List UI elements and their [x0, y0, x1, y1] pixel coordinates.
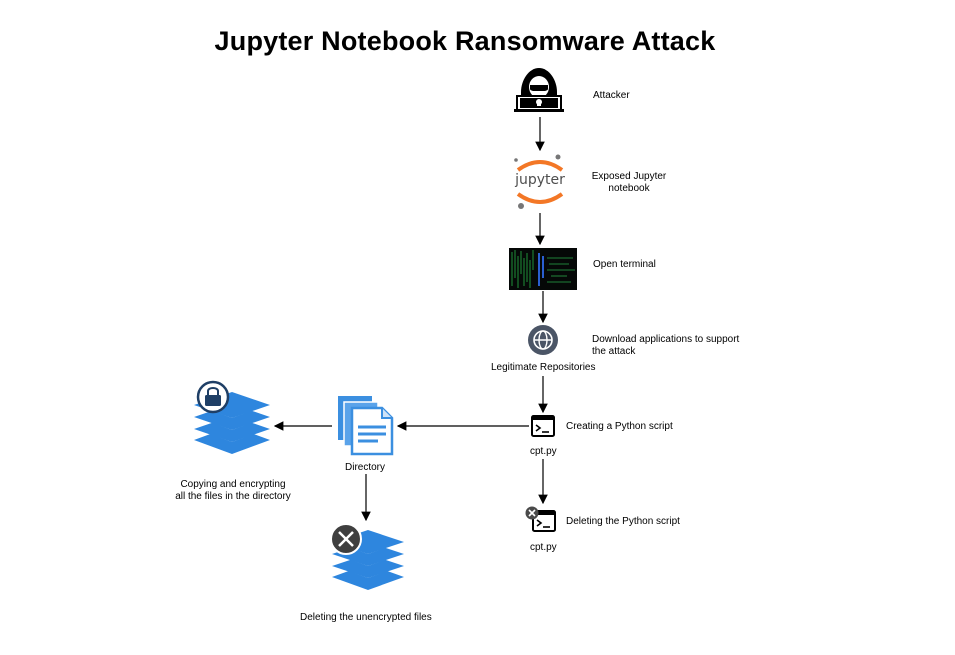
encrypt-label-line1: Copying and encrypting: [180, 479, 286, 490]
terminal-screen-image: [509, 248, 577, 290]
globe-icon: [528, 325, 558, 355]
repos-label-line1: Download applications to support: [592, 334, 740, 345]
jupyter-logo: jupyter: [509, 152, 571, 212]
jupyter-label-line2: notebook: [608, 183, 650, 194]
documents-icon: [338, 396, 394, 456]
diagram-title: Jupyter Notebook Ransomware Attack: [214, 26, 716, 56]
repos-label: Download applications to support the att…: [592, 334, 739, 358]
jupyter-logo-text: jupyter: [515, 172, 565, 188]
create-script-caption: cpt.py: [530, 446, 557, 457]
repos-label-line2: the attack: [592, 346, 636, 357]
terminal-delete-icon: [524, 505, 558, 535]
jupyter-label: Exposed Jupyter notebook: [585, 171, 673, 195]
encrypt-label-line2: all the files in the directory: [175, 491, 291, 502]
create-script-label: Creating a Python script: [566, 421, 673, 432]
deleted-layers-icon: [330, 523, 404, 590]
jupyter-label-line1: Exposed Jupyter: [591, 171, 667, 182]
terminal-icon: [531, 415, 555, 437]
terminal-label: Open terminal: [593, 259, 656, 270]
terminal-delete-graphic: [525, 506, 556, 532]
hacker-icon: [514, 68, 564, 112]
encrypted-layers-icon: [194, 380, 270, 454]
delete-files-label: Deleting the unencrypted files: [300, 612, 432, 623]
delete-script-label: Deleting the Python script: [566, 516, 680, 527]
jupyter-arcs-icon: [514, 154, 564, 209]
repos-caption: Legitimate Repositories: [491, 362, 596, 373]
directory-label: Directory: [345, 462, 386, 473]
delete-script-caption: cpt.py: [530, 542, 557, 553]
attacker-label: Attacker: [593, 90, 630, 101]
encrypt-label: Copying and encrypting all the files in …: [160, 479, 306, 503]
